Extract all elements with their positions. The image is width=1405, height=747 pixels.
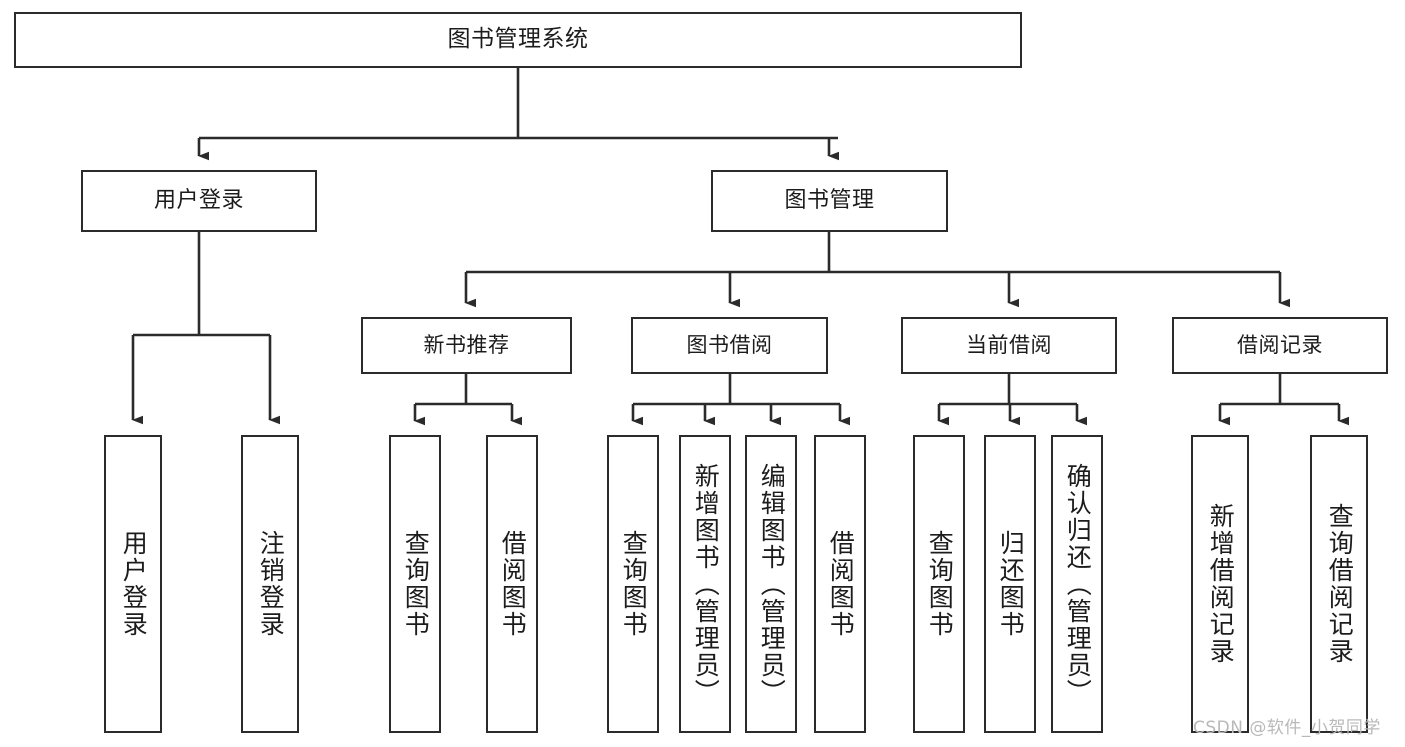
node-label: 新增图书（管理员） — [691, 462, 721, 706]
node-current-borrowing[interactable]: 当前借阅 — [901, 317, 1117, 374]
csdn-watermark: CSDN @软件_小贺同学 — [1193, 718, 1381, 738]
node-label: 图书管理系统 — [447, 26, 589, 53]
node-label: 当前借阅 — [966, 333, 1052, 358]
node-user-login[interactable]: 用户登录 — [81, 170, 317, 232]
node-leaf-query-book-borrowing[interactable]: 查询图书 — [607, 435, 659, 733]
node-book-management-system[interactable]: 图书管理系统 — [14, 12, 1022, 68]
node-borrow-record[interactable]: 借阅记录 — [1172, 317, 1388, 374]
node-leaf-query-book-current[interactable]: 查询图书 — [913, 435, 965, 733]
node-leaf-query-book-recommendation[interactable]: 查询图书 — [389, 435, 441, 733]
node-leaf-add-book-admin[interactable]: 新增图书（管理员） — [679, 435, 731, 733]
node-label: 确认归还（管理员） — [1063, 462, 1093, 706]
node-label: 查询图书 — [925, 530, 955, 638]
node-label: 借阅记录 — [1237, 333, 1323, 358]
node-leaf-add-borrow-record[interactable]: 新增借阅记录 — [1191, 435, 1249, 733]
node-leaf-user-login[interactable]: 用户登录 — [104, 435, 162, 733]
node-label: 借阅图书 — [498, 530, 528, 638]
node-label: 查询图书 — [619, 530, 649, 638]
node-label: 查询借阅记录 — [1325, 503, 1355, 665]
node-label: 用户登录 — [119, 530, 149, 638]
node-leaf-borrow-book-borrowing[interactable]: 借阅图书 — [814, 435, 866, 733]
node-label: 查询图书 — [401, 530, 431, 638]
node-leaf-logout[interactable]: 注销登录 — [241, 435, 299, 733]
node-label: 注销登录 — [256, 530, 286, 638]
node-book-borrowing[interactable]: 图书借阅 — [631, 317, 828, 374]
node-leaf-query-borrow-record[interactable]: 查询借阅记录 — [1310, 435, 1368, 733]
node-new-book-recommendation[interactable]: 新书推荐 — [361, 317, 572, 374]
node-leaf-edit-book-admin[interactable]: 编辑图书（管理员） — [745, 435, 797, 733]
node-label: 新增借阅记录 — [1206, 503, 1236, 665]
node-label: 图书借阅 — [686, 333, 773, 358]
node-book-management[interactable]: 图书管理 — [711, 170, 948, 232]
node-label: 归还图书 — [996, 530, 1026, 638]
node-label: 新书推荐 — [423, 333, 510, 358]
node-label: 编辑图书（管理员） — [757, 462, 787, 706]
node-label: 借阅图书 — [826, 530, 856, 638]
node-label: 图书管理 — [784, 188, 875, 214]
node-leaf-borrow-book-recommendation[interactable]: 借阅图书 — [486, 435, 538, 733]
node-leaf-confirm-return-admin[interactable]: 确认归还（管理员） — [1051, 435, 1103, 733]
node-label: 用户登录 — [153, 188, 244, 214]
node-leaf-return-book[interactable]: 归还图书 — [984, 435, 1036, 733]
